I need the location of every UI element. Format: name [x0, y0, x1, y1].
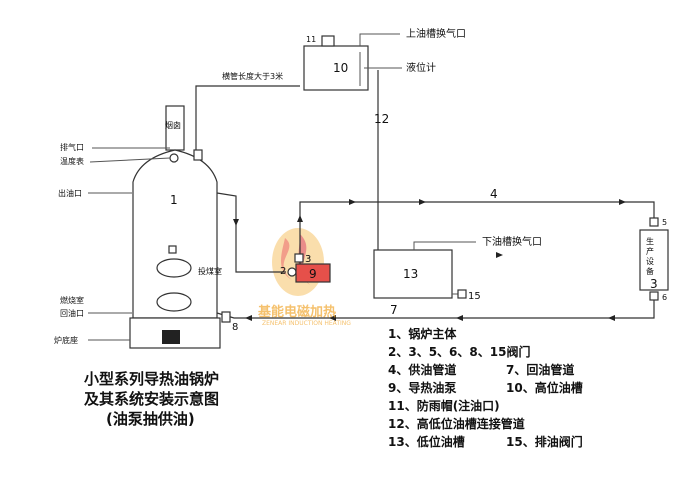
drain-valve: [457, 289, 467, 299]
supply-pipe: [299, 201, 655, 270]
exhaust-valve: [193, 149, 203, 161]
oil-pump-number: 9: [309, 267, 317, 281]
legend-row-3a: 4、供油管道: [388, 362, 456, 377]
legend-row-1: 1、锅炉主体: [388, 326, 457, 341]
valve-5-number: 5: [662, 218, 667, 227]
boiler-body: [129, 149, 221, 349]
return-pipe-number: 7: [390, 303, 398, 317]
return-arrow-4: [245, 315, 252, 321]
watermark-subtext: ZENEAR INDUCTION HEATING: [262, 320, 351, 327]
sight-glass: [168, 245, 177, 254]
supply-arrow-3: [619, 199, 626, 205]
valve-6: [649, 291, 659, 301]
thermometer-label: 温度表: [60, 156, 84, 166]
title-line-3: (油泵抽供油): [106, 410, 195, 428]
lower-vent-arrow: [496, 252, 503, 258]
low-tank-number: 13: [403, 267, 418, 281]
thermometer-dial: [169, 153, 179, 163]
return-arrow-3: [329, 315, 336, 321]
thermometer-leader: [89, 157, 171, 163]
outlet-arrow: [233, 219, 239, 226]
ash-door: [162, 330, 180, 344]
high-tank-number: 10: [333, 61, 348, 75]
upper-vent-pipe: [359, 33, 400, 46]
supply-pipe-number: 4: [490, 187, 498, 201]
rain-cap-number: 11: [306, 35, 316, 44]
equipment-label: 生产设备: [646, 236, 654, 276]
lower-vent-label: 下油槽换气口: [482, 235, 542, 248]
exhaust-label: 排气口: [60, 142, 84, 152]
coal-door-label: 投煤室: [198, 266, 222, 276]
legend-row-6: 12、高低位油槽连接管道: [388, 416, 525, 431]
valve-2-number: 2: [280, 266, 286, 277]
valve-8: [221, 311, 231, 323]
coal-door: [156, 258, 192, 278]
upper-vent-label: 上油槽换气口: [406, 27, 466, 40]
combustion-label: 燃烧室: [60, 295, 84, 305]
oil-pump: [295, 263, 331, 283]
legend-row-4b: 10、高位油槽: [506, 380, 583, 395]
horizontal-pipe-label: 横管长度大于3米: [222, 71, 283, 81]
legend-row-5: 11、防雨帽(注油口): [388, 398, 500, 413]
return-arrow-1: [608, 315, 615, 321]
low-tank: [373, 249, 453, 299]
supply-arrow-up: [297, 215, 303, 222]
legend-row-3b: 7、回油管道: [506, 362, 574, 377]
outlet-label: 出油口: [58, 188, 82, 198]
supply-arrow-1: [349, 199, 356, 205]
return-label: 回油口: [60, 308, 84, 318]
watermark-text: 基能电磁加热: [257, 304, 336, 320]
legend-row-4a: 9、导热油泵: [388, 380, 456, 395]
base-label: 炉底座: [54, 335, 78, 345]
title-line-1: 小型系列导热油锅炉: [84, 370, 219, 388]
valve-8-number: 8: [232, 322, 238, 333]
legend-row-7a: 13、低位油槽: [388, 434, 465, 449]
rain-cap: [321, 35, 335, 47]
valve-2: [287, 267, 297, 277]
high-tank: [303, 45, 369, 91]
expansion-pipe: [195, 85, 300, 150]
legend-row-7b: 15、排油阀门: [506, 434, 583, 449]
valve-5: [649, 217, 659, 227]
production-equipment: [639, 229, 669, 291]
supply-arrow-2: [419, 199, 426, 205]
valve-3: [294, 253, 304, 263]
drain-valve-number: 15: [468, 291, 481, 302]
boiler-number: 1: [170, 193, 178, 207]
chimney-label: 烟囱: [165, 120, 181, 130]
title-line-2: 及其系统安装示意图: [84, 390, 219, 408]
connecting-pipe-number: 12: [374, 112, 389, 126]
outlet-pipe: [216, 192, 286, 273]
equipment-number: 3: [650, 277, 658, 291]
lower-vent-pipe: [413, 241, 420, 250]
level-gauge-label: 液位计: [406, 61, 436, 74]
valve-3-number: 3: [305, 254, 311, 265]
combustion-door: [156, 292, 192, 312]
legend: 1、锅炉主体 2、3、5、6、8、15阀门 4、供油管道 7、回油管道 9、导热…: [388, 326, 583, 449]
return-arrow-2: [456, 315, 463, 321]
valve-6-number: 6: [662, 293, 667, 302]
legend-row-2: 2、3、5、6、8、15阀门: [388, 344, 530, 359]
